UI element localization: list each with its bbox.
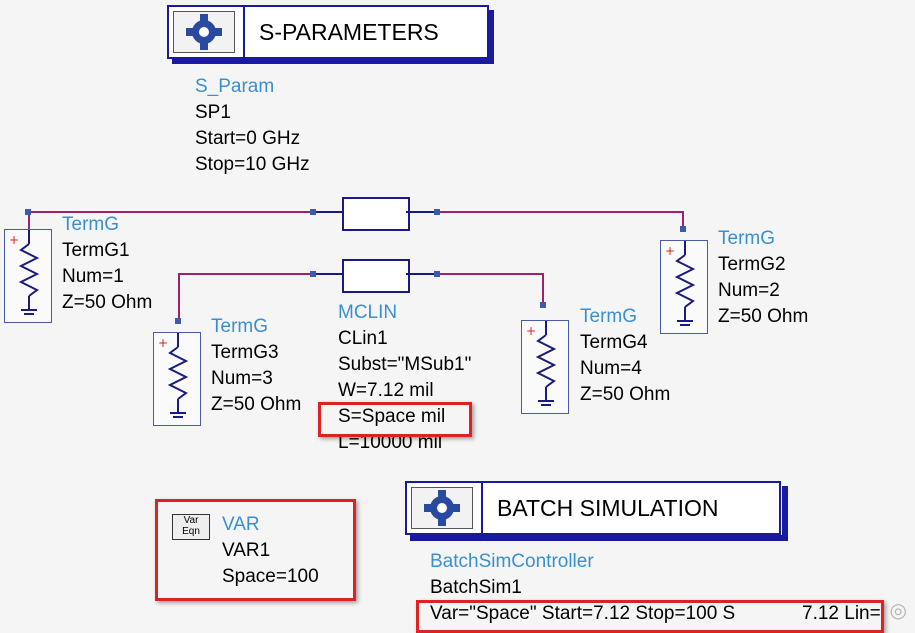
term2-num: Num=2 (718, 280, 780, 301)
mclin-pin-3[interactable] (310, 271, 316, 277)
wire-term4-drop (542, 273, 544, 303)
var-space[interactable]: Space=100 (222, 566, 319, 587)
term2-type: TermG (718, 228, 775, 249)
mclin-lead-1 (314, 211, 342, 213)
mclin-lead-4 (406, 273, 438, 275)
term3-pin[interactable] (175, 318, 181, 324)
batch-shadow-side (782, 486, 788, 541)
sparam-gear-icon (173, 11, 235, 53)
batch-shadow (410, 535, 788, 541)
var-highlight (155, 499, 356, 601)
var-id: VAR1 (222, 540, 271, 561)
wire-term3-drop (178, 273, 180, 319)
mclin-width: W=7.12 mil (338, 380, 434, 401)
mclin-type: MCLIN (338, 302, 398, 323)
sparam-shadow-side (488, 10, 494, 64)
var-button-top: Var (183, 515, 199, 526)
term3-z: Z=50 Ohm (211, 394, 302, 415)
wire-top-right (438, 211, 684, 213)
svg-text:+: + (526, 324, 536, 338)
batch-vars[interactable]: Var="Space" Start=7.12 Stop=100 S (430, 603, 736, 624)
batch-type: BatchSimController (430, 551, 594, 572)
term1-num: Num=1 (62, 266, 124, 287)
watermark-icon: ◎ (889, 600, 907, 622)
mclin-lead-3 (314, 273, 342, 275)
term1-z: Z=50 Ohm (62, 292, 153, 313)
batch-vars-tail[interactable]: 7.12 Lin= (802, 603, 881, 624)
batch-controller[interactable]: BATCH SIMULATION (405, 481, 781, 535)
sparam-stop: Stop=10 GHz (195, 154, 310, 175)
svg-text:+: + (158, 336, 168, 350)
batch-highlight (416, 600, 884, 633)
mclin-line1[interactable] (342, 197, 410, 231)
sparam-id: SP1 (195, 102, 231, 123)
wire-term1-drop (28, 211, 30, 229)
term2-symbol[interactable]: + (660, 240, 708, 334)
svg-text:+: + (9, 233, 19, 247)
mclin-spacing[interactable]: S=Space mil (338, 406, 446, 427)
term4-id: TermG4 (580, 332, 648, 353)
mclin-length: L=10000 mil (338, 432, 443, 453)
var-button-bottom: Eqn (182, 526, 200, 537)
term1-pin[interactable] (25, 209, 31, 215)
mclin-subst: Subst="MSub1" (338, 354, 472, 375)
mclin-pin-1[interactable] (310, 209, 316, 215)
mclin-lead-2 (406, 211, 438, 213)
batch-id: BatchSim1 (430, 577, 522, 598)
resistor-icon: + (158, 333, 189, 418)
mclin-pin-4[interactable] (434, 271, 440, 277)
term1-symbol[interactable]: + (4, 229, 52, 323)
resistor-icon: + (526, 321, 557, 406)
term4-num: Num=4 (580, 358, 642, 379)
term1-type: TermG (62, 214, 119, 235)
term1-id: TermG1 (62, 240, 130, 261)
term3-type: TermG (211, 316, 268, 337)
wire-top-left (28, 211, 318, 213)
spacing-highlight (318, 402, 472, 437)
term4-pin[interactable] (540, 302, 546, 308)
wire-bottom-left (178, 273, 312, 275)
wire-term2-drop (682, 211, 684, 231)
term4-symbol[interactable]: + (521, 320, 569, 414)
term3-symbol[interactable]: + (153, 332, 201, 426)
mclin-id: CLin1 (338, 328, 388, 349)
resistor-icon: + (665, 241, 696, 326)
svg-text:+: + (665, 244, 675, 258)
sparam-start: Start=0 GHz (195, 128, 301, 149)
term4-type: TermG (580, 306, 637, 327)
term2-z: Z=50 Ohm (718, 306, 809, 327)
batch-gear-icon (411, 487, 473, 529)
term3-id: TermG3 (211, 342, 279, 363)
term3-num: Num=3 (211, 368, 273, 389)
wire-bottom-right (438, 273, 544, 275)
resistor-icon: + (9, 230, 40, 315)
mclin-line2[interactable] (342, 259, 410, 293)
term2-pin[interactable] (680, 226, 686, 232)
sparam-header: S-PARAMETERS (243, 7, 487, 57)
sparam-type: S_Param (195, 76, 275, 97)
var-eqn-icon[interactable]: Var Eqn (172, 514, 210, 540)
mclin-pin-2[interactable] (434, 209, 440, 215)
sparam-controller[interactable]: S-PARAMETERS (167, 5, 489, 59)
term4-z: Z=50 Ohm (580, 384, 671, 405)
sparam-shadow (172, 58, 494, 64)
batch-header: BATCH SIMULATION (481, 483, 779, 533)
term2-id: TermG2 (718, 254, 786, 275)
var-type: VAR (222, 514, 260, 535)
